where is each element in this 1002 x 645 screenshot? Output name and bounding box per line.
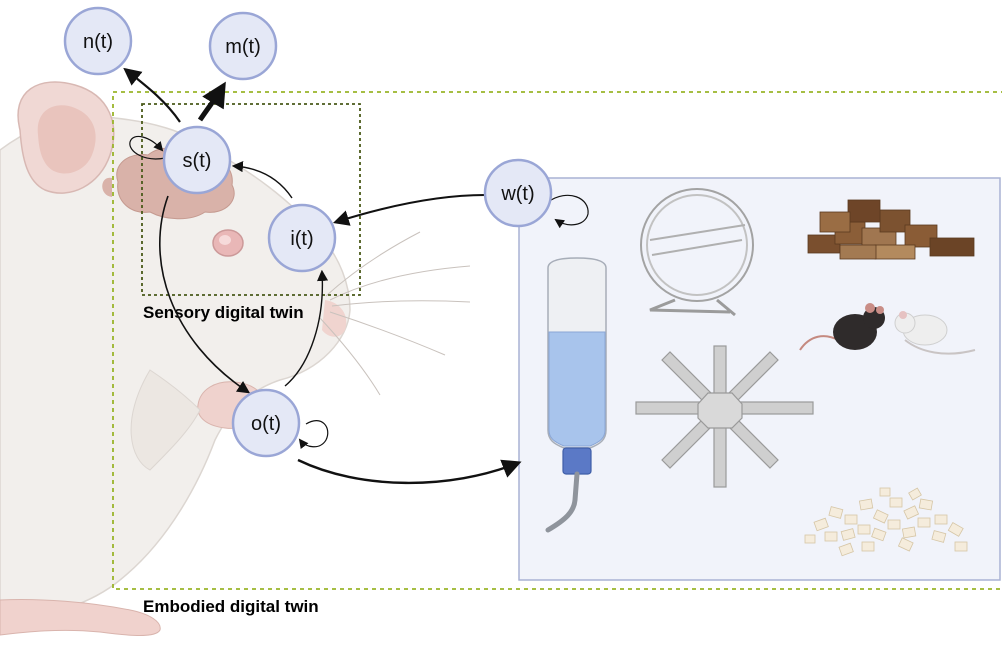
node-o-label: o(t) [251, 413, 281, 435]
node-n: n(t) [63, 6, 133, 76]
arrow-s-self [129, 135, 166, 160]
node-w: w(t) [483, 158, 553, 228]
running-wheel-icon [640, 188, 754, 317]
embodied-twin-label: Embodied digital twin [143, 597, 319, 616]
arrow-s-to-m [197, 81, 226, 122]
arrow-o-self [298, 420, 329, 450]
sensory-twin-label: Sensory digital twin [143, 303, 304, 322]
node-s: s(t) [162, 125, 232, 195]
sensory-twin-boundary [141, 103, 361, 296]
radial-maze-icon [635, 345, 814, 488]
arrow-s-to-o [159, 195, 251, 394]
rat-illustration [0, 81, 471, 636]
bedding-icon [804, 487, 968, 557]
node-m-label: m(t) [225, 36, 261, 58]
node-n-label: n(t) [83, 31, 113, 53]
arrow-w-to-i [332, 194, 486, 226]
arrows [123, 67, 589, 485]
node-s-label: s(t) [183, 150, 212, 172]
arrow-w-self [547, 194, 589, 229]
wood-blocks-icon [807, 199, 975, 260]
arrow-i-to-s [231, 161, 293, 199]
water-bottle-icon [545, 257, 607, 533]
mice-icon [799, 303, 976, 355]
node-i-label: i(t) [290, 228, 313, 250]
arrow-s-to-n [123, 67, 181, 123]
node-o: o(t) [231, 388, 301, 458]
arrow-o-to-environment [297, 458, 522, 485]
node-i: i(t) [267, 203, 337, 273]
node-w-label: w(t) [500, 183, 534, 205]
node-m: m(t) [208, 11, 278, 81]
arrow-o-to-i [284, 269, 329, 387]
